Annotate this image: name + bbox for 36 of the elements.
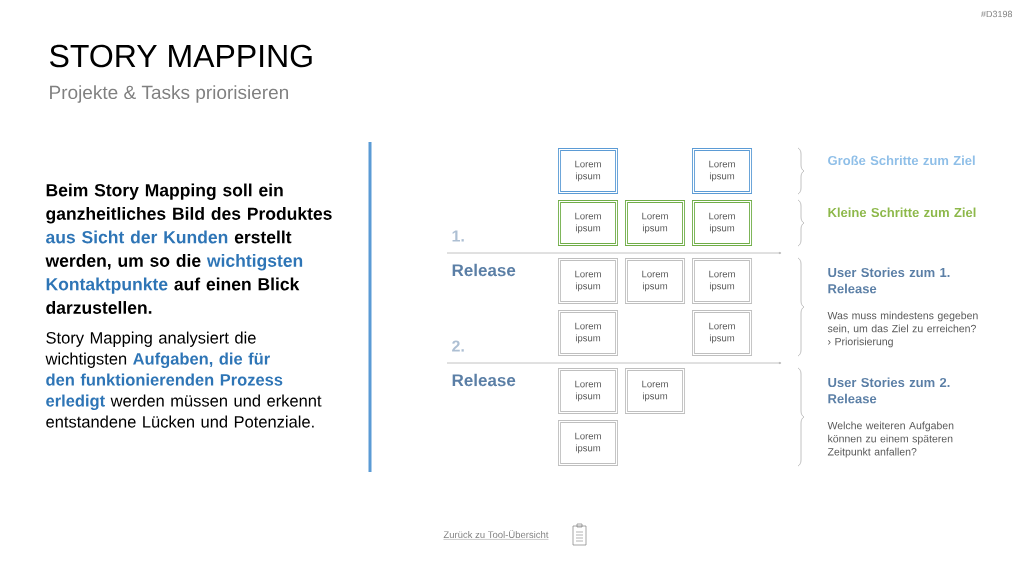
story-card: Lorem ipsum — [625, 368, 685, 414]
release-label: Release — [452, 263, 516, 277]
story-card: Lorem ipsum — [692, 258, 752, 304]
group-description: Was muss mindestens gegeben sein, um das Ziel zu erreichen? › Priorisierung — [827, 311, 978, 348]
release-number: 1. — [452, 230, 464, 242]
story-card: Lorem ipsum — [558, 420, 618, 466]
label: werden, um so die — [45, 254, 201, 270]
story-card: Lorem ipsum — [692, 200, 752, 246]
story-card: Lorem ipsum — [558, 200, 618, 246]
title: STORY MAPPING — [50, 44, 312, 68]
release-label: Release — [452, 373, 516, 387]
story-card: Lorem ipsum — [558, 258, 618, 304]
intro-text: Beim Story Mapping soll ein ganzheitliches Bild des Produktes aus Sicht der Kunden erstellt werden, um so die wichtigsten Kontaktpunkte auf einen Blick darzustellen. — [45, 183, 332, 314]
label: Kontaktpunkte — [46, 277, 168, 294]
label: wichtigsten — [206, 254, 303, 271]
link: Zurück zu Tool-Übersicht — [443, 530, 549, 540]
label: aus Sicht der Kunden — [46, 230, 228, 244]
story-card: Lorem ipsum — [558, 148, 618, 194]
group-heading: User Stories zum 1. Release — [828, 267, 950, 294]
label: auf einen Blick — [174, 277, 300, 291]
story-card: Lorem ipsum — [558, 368, 618, 414]
group-description: Welche weiteren Aufgaben können zu einem späteren Zeitpunkt anfallen? — [827, 421, 954, 458]
group-heading: Große Schritte zum Ziel — [828, 155, 975, 166]
body-text: Story Mapping analysiert die wichtigsten Aufgaben, die für den funktionierenden Prozess erledigt werden müssen und erkennt entstandene Lücken und Potenziale. — [45, 331, 322, 428]
story-card: Lorem ipsum — [625, 200, 685, 246]
story-card: Lorem ipsum — [692, 310, 752, 356]
label: darzustellen. — [46, 301, 152, 314]
slide-id: #D3198 — [981, 10, 1013, 18]
story-card: Lorem ipsum — [558, 310, 618, 356]
story-card: Lorem ipsum — [692, 148, 752, 194]
subtitle: Projekte & Tasks priorisieren — [50, 85, 288, 103]
label: erstellt — [234, 230, 292, 244]
story-card: Lorem ipsum — [625, 258, 685, 304]
release-number: 2. — [452, 340, 464, 352]
group-heading: User Stories zum 2. Release — [828, 377, 950, 404]
group-heading: Kleine Schritte zum Ziel — [828, 207, 976, 218]
